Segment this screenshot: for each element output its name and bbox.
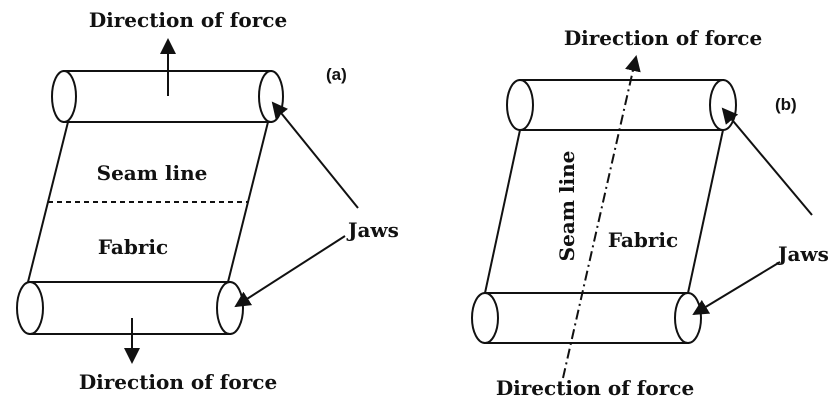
force-label-bottom-b: Direction of force [496, 376, 694, 400]
seam-label-b: Seam line [555, 151, 579, 262]
jaws-label-b: Jaws [776, 242, 829, 266]
fabric-label-a: Fabric [98, 235, 168, 259]
panel-a: Direction of force (a) Seam line Fabric … [16, 8, 399, 394]
jaw-pointer-top-a [271, 101, 359, 209]
seam-force-line-b [562, 55, 641, 379]
bottom-jaw-a [16, 281, 244, 335]
jaw-pointer-bottom-b [692, 261, 781, 316]
bottom-jaw-b [471, 292, 702, 344]
force-label-top-b: Direction of force [564, 26, 762, 50]
jaw-pointer-top-b [721, 107, 813, 216]
fabric-right-edge-b [687, 129, 724, 294]
force-label-top-a: Direction of force [89, 8, 287, 32]
panel-label-b: (b) [775, 95, 797, 114]
top-jaw-a [51, 70, 284, 123]
fabric-left-edge-b [484, 129, 521, 294]
jaw-pointer-bottom-a [234, 235, 346, 308]
fabric-label-b: Fabric [608, 228, 678, 252]
panel-label-a: (a) [326, 65, 347, 84]
jaws-label-a: Jaws [346, 218, 399, 242]
top-jaw-b [506, 79, 737, 131]
seam-label-a: Seam line [97, 161, 208, 185]
panel-b: Direction of force (b) Seam line Fabric … [471, 26, 829, 400]
force-label-bottom-a: Direction of force [79, 370, 277, 394]
